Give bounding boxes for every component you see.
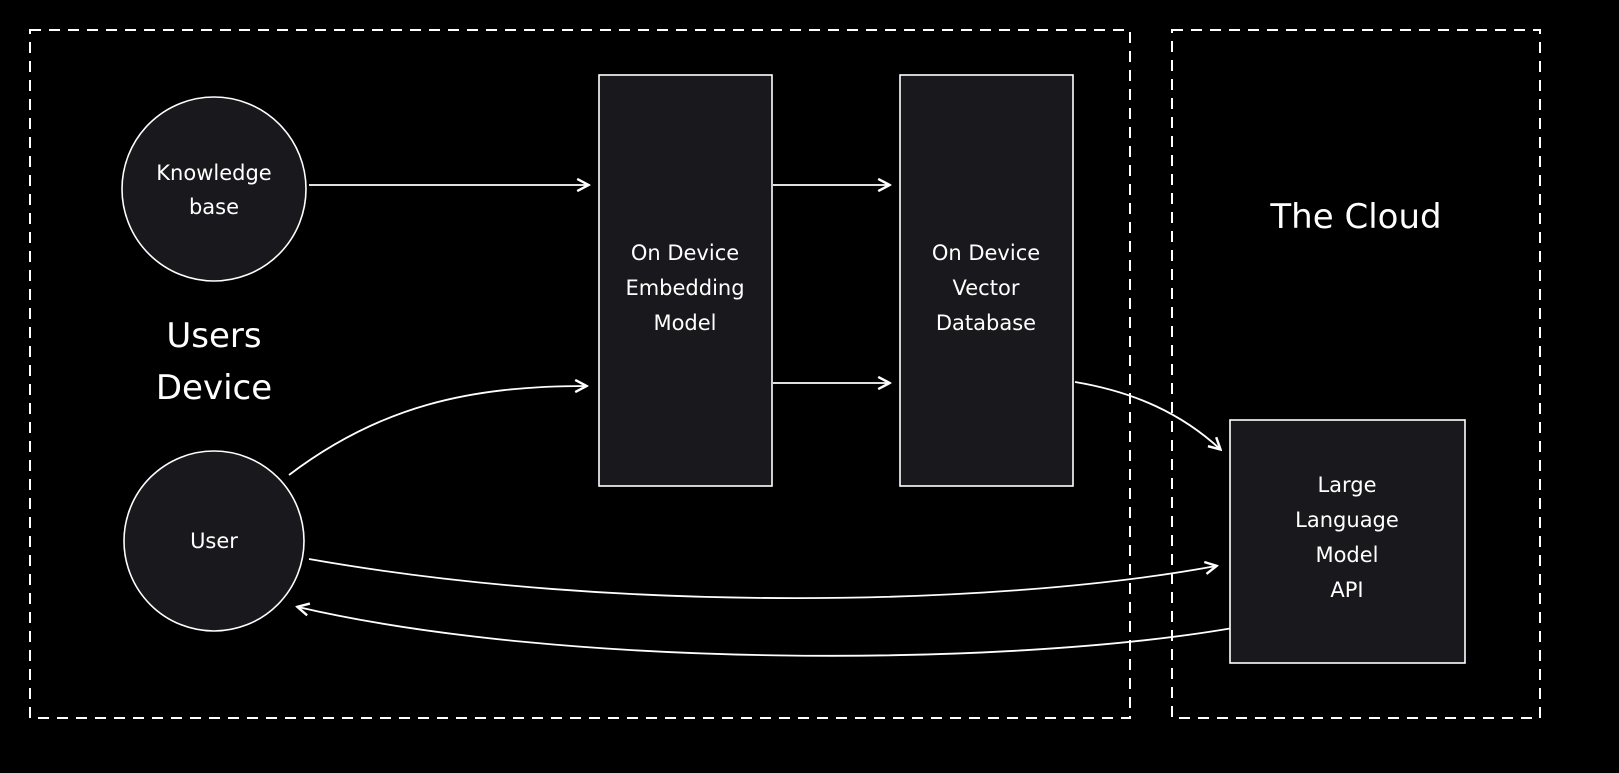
arrow-llm-api-to-user: [298, 607, 1234, 657]
embedding-model-label-line3: Model: [653, 311, 716, 335]
llm-api-label-line1: Large: [1317, 473, 1376, 497]
embedding-model-label-line2: Embedding: [625, 276, 744, 300]
user-node: [123, 450, 305, 632]
vector-database-label-line1: On Device: [932, 241, 1040, 265]
users-device-container: [29, 29, 1131, 719]
vector-database-label-line2: Vector: [953, 276, 1020, 300]
user-label: User: [190, 529, 238, 553]
llm-api-label-line2: Language: [1295, 508, 1399, 532]
knowledge-base-label-line2: base: [189, 195, 239, 219]
users-device-label-line1: Users: [166, 316, 261, 356]
users-device-label-line2: Device: [156, 368, 272, 408]
embedding-model-node: [598, 74, 773, 487]
embedding-model-label-line1: On Device: [631, 241, 739, 265]
vector-database-node: [899, 74, 1074, 487]
knowledge-base-node: [121, 96, 307, 282]
the-cloud-container: [1171, 29, 1541, 719]
knowledge-base-label-line1: Knowledge: [156, 161, 271, 185]
llm-api-label-line4: API: [1330, 578, 1363, 602]
vector-database-label-line3: Database: [936, 311, 1036, 335]
llm-api-node: [1229, 419, 1466, 664]
arrow-user-to-embedding-model: [288, 386, 586, 476]
arrow-user-to-llm-api: [308, 558, 1216, 599]
arrow-vector-database-to-llm-api: [1074, 381, 1220, 449]
llm-api-label-line3: Model: [1315, 543, 1378, 567]
the-cloud-label: The Cloud: [1269, 197, 1441, 237]
